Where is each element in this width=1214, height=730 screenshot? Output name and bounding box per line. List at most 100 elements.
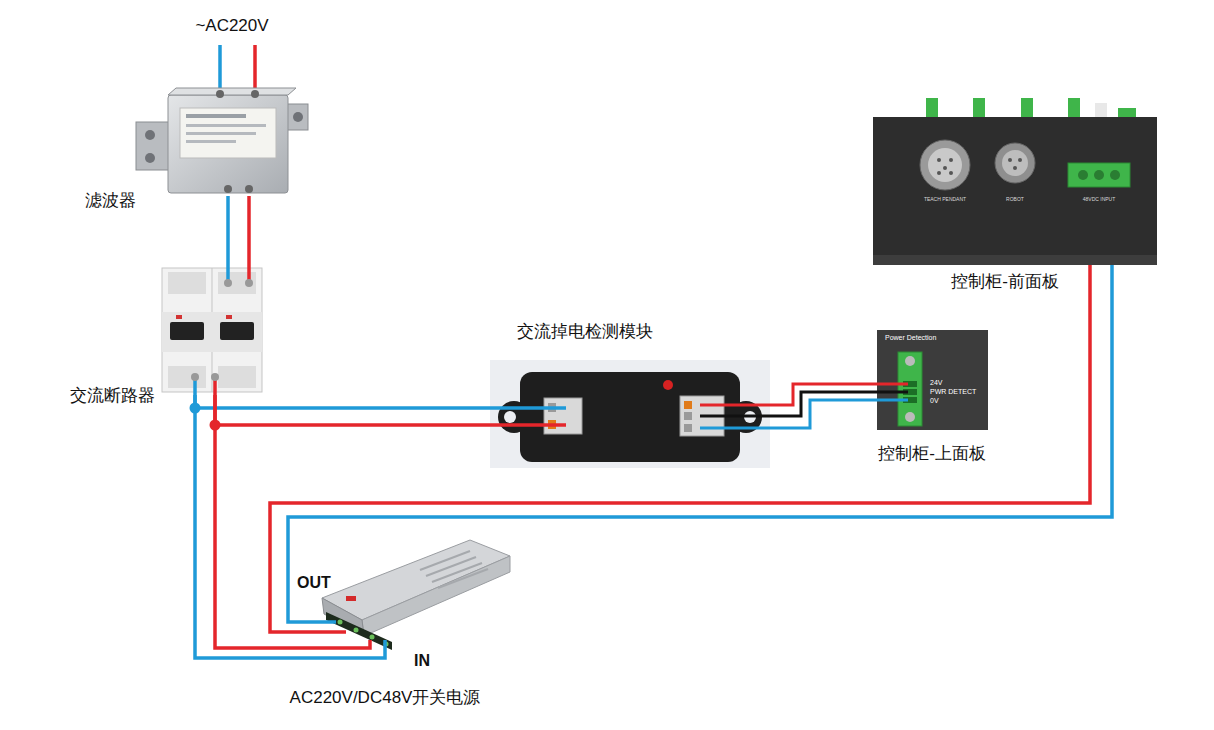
pin: [937, 158, 941, 162]
wire-stub: [700, 404, 740, 407]
sticker-mark: [186, 132, 256, 135]
terminal: [224, 185, 232, 193]
wire-stub: [877, 399, 908, 402]
device-caption: 交流断路器: [70, 386, 155, 406]
junction-dot: [190, 403, 201, 414]
green-terminal: [898, 352, 922, 426]
device-marking: Power Detection: [885, 334, 936, 342]
breaker-handle: [170, 322, 204, 340]
top-panel-node: Power Detection24VPWR DETECT0V控制柜-上面板: [877, 330, 988, 430]
terminal-lever: [684, 401, 692, 409]
wire: [195, 395, 520, 408]
panel-plate: [873, 117, 1157, 265]
screw: [1078, 170, 1088, 180]
top-connector: [1021, 98, 1033, 117]
pin: [1008, 158, 1012, 162]
vent-line: [420, 551, 470, 570]
device-marking: IN: [414, 651, 430, 670]
wire: [740, 400, 877, 428]
filter-node: 滤波器: [150, 88, 300, 196]
wire-stub: [322, 630, 346, 634]
terminal-lever: [684, 424, 692, 432]
top-connector: [1095, 103, 1107, 117]
wire-stub: [520, 406, 566, 410]
wire-stub: [520, 423, 566, 427]
top-connector: [973, 98, 985, 117]
filter-top: [168, 88, 296, 95]
pin: [949, 158, 953, 162]
panel-edge: [873, 255, 1157, 265]
screw: [1110, 170, 1120, 180]
breaker-body: [162, 268, 262, 392]
screw: [145, 153, 155, 163]
wire: [226, 196, 230, 265]
wire-stub: [322, 620, 336, 624]
supply-label: ~AC220V: [195, 16, 268, 36]
brand-mark: [346, 596, 356, 601]
wire-connection: [195, 395, 520, 425]
detection-module-node: 交流掉电检测模块: [520, 372, 740, 462]
device-marking: 48VDC INPUT: [1083, 196, 1116, 202]
pin: [949, 171, 953, 175]
round-connector: [995, 143, 1035, 183]
filter-sticker: [180, 108, 276, 158]
screw: [905, 412, 915, 422]
terminal-recess: [218, 366, 256, 388]
terminal-recess: [168, 272, 206, 294]
panel-plate: [877, 330, 988, 430]
wire-stub: [700, 415, 740, 418]
device-marking: TEACH PENDANT: [924, 196, 966, 202]
terminal-lever: [684, 412, 692, 420]
pin: [937, 171, 941, 175]
screw: [354, 628, 359, 633]
input-wire: [218, 45, 222, 93]
device-caption: 交流掉电检测模块: [517, 322, 653, 342]
wire: [288, 265, 1112, 622]
status-mark: [226, 315, 232, 319]
screw: [145, 130, 155, 140]
power-supply-illustration: [322, 540, 510, 650]
status-mark: [176, 315, 182, 319]
power-terminal: [1068, 163, 1130, 187]
terminal: [211, 373, 219, 381]
module-illustration: [490, 360, 770, 468]
breaker-illustration: [162, 265, 262, 395]
front-panel-illustration: [873, 98, 1157, 265]
top-panel-illustration: [877, 330, 988, 430]
wire-stub: [877, 391, 908, 394]
device-marking: 24V: [930, 379, 942, 387]
front-panel-node: TEACH PENDANTROBOT48VDC INPUT控制柜-前面板: [873, 117, 1157, 265]
device-marking: 0V: [930, 397, 939, 405]
device-caption: 控制柜-上面板: [878, 444, 986, 464]
wire-connection: [270, 265, 1112, 632]
wire: [247, 196, 251, 265]
top-connector: [1068, 98, 1080, 117]
screw: [338, 620, 343, 625]
screw: [1094, 170, 1104, 180]
psu-side: [362, 556, 510, 636]
vent-line: [426, 557, 476, 576]
wire: [195, 395, 385, 658]
terminal: [245, 185, 253, 193]
module-body: [520, 372, 740, 462]
device-marking: OUT: [297, 573, 331, 592]
terminal: [216, 90, 224, 98]
vent-line: [432, 563, 482, 582]
wire: [270, 265, 1090, 632]
input-wire: [253, 45, 257, 93]
device-caption: 滤波器: [85, 191, 136, 211]
screw: [905, 356, 915, 366]
wire-stub: [877, 383, 908, 386]
device-marking: ROBOT: [1006, 196, 1024, 202]
sticker-mark: [186, 114, 246, 118]
pin: [1013, 166, 1017, 170]
top-connector: [926, 98, 938, 117]
terminal: [251, 90, 259, 98]
device-caption: 控制柜-前面板: [951, 272, 1059, 292]
terminal: [224, 279, 232, 287]
wire-connection: [740, 384, 877, 428]
